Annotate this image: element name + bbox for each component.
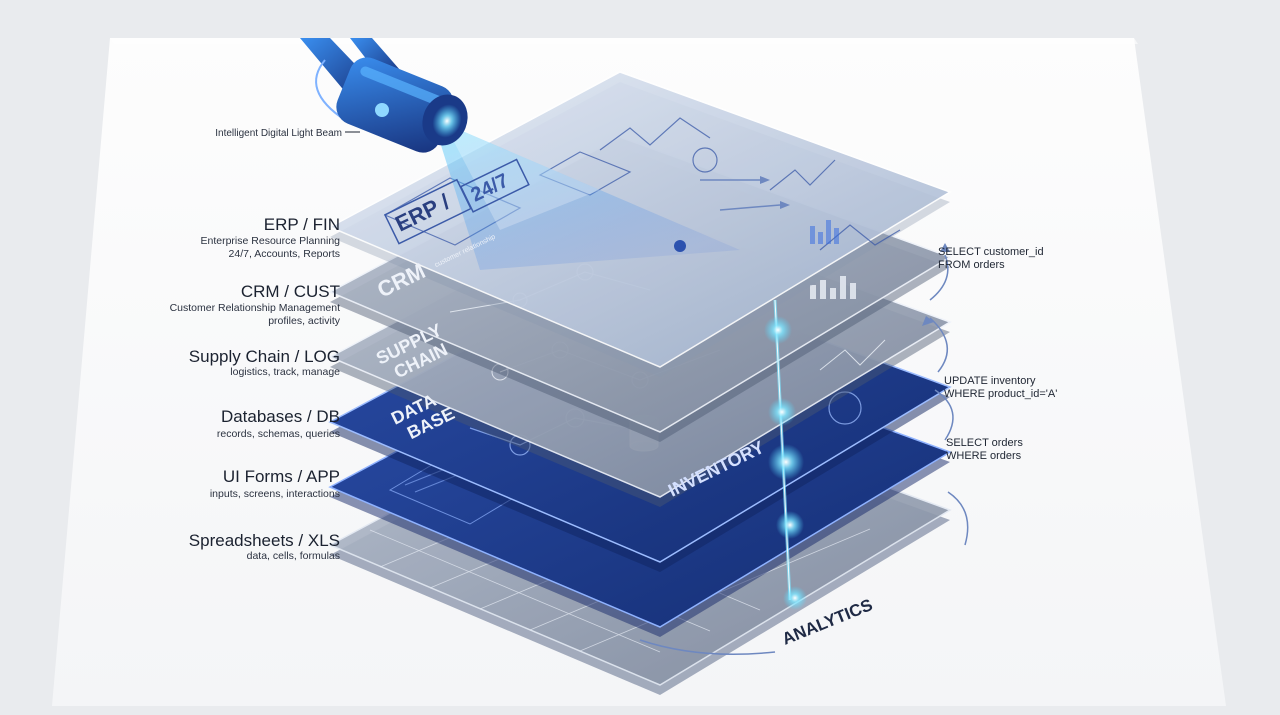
layer-title: Supply Chain / LOG xyxy=(189,347,340,366)
arrow-heads xyxy=(760,176,950,326)
layer-title: CRM / CUST xyxy=(241,282,340,301)
sql-line: FROM orders xyxy=(938,259,1005,271)
layer-sub: Enterprise Resource Planning xyxy=(201,235,341,247)
layer-label-db: Databases / DB records, schemas, queries xyxy=(217,407,340,440)
layer-label-crm: CRM / CUST Customer Relationship Managem… xyxy=(170,282,341,327)
layer-sub: 24/7, Accounts, Reports xyxy=(229,248,340,260)
layer-label-erp: ERP / FIN Enterprise Resource Planning 2… xyxy=(201,215,341,260)
beam-label: Intelligent Digital Light Beam xyxy=(215,128,342,139)
layer-title: Spreadsheets / XLS xyxy=(189,531,340,550)
sql-query-1: SELECT customer_id FROM orders xyxy=(938,246,1044,271)
layer-title: Databases / DB xyxy=(221,407,340,426)
layer-title: ERP / FIN xyxy=(264,215,340,234)
layer-sub: Customer Relationship Management xyxy=(170,302,341,314)
sql-line: WHERE orders xyxy=(946,450,1022,462)
layer-label-xls: Spreadsheets / XLS data, cells, formulas xyxy=(189,531,340,562)
sql-query-2: UPDATE inventory WHERE product_id='A' xyxy=(944,375,1057,400)
flow-arrows xyxy=(639,179,969,655)
sql-line: UPDATE inventory xyxy=(944,375,1036,387)
layer-sub: logistics, track, manage xyxy=(230,366,340,378)
layer-sub: inputs, screens, interactions xyxy=(210,488,340,500)
layer-sub: data, cells, formulas xyxy=(247,550,340,562)
sql-line: SELECT customer_id xyxy=(938,246,1044,258)
layer-label-ui: UI Forms / APP inputs, screens, interact… xyxy=(210,467,340,500)
layer-sub: records, schemas, queries xyxy=(217,428,340,440)
sql-line: SELECT orders xyxy=(946,437,1023,449)
light-beam xyxy=(430,110,740,270)
sql-query-3: SELECT orders WHERE orders xyxy=(946,437,1023,462)
projector-camera-icon xyxy=(300,38,468,153)
layer-sub: profiles, activity xyxy=(268,315,341,327)
layer-label-supply: Supply Chain / LOG logistics, track, man… xyxy=(189,347,340,378)
sql-line: WHERE product_id='A' xyxy=(944,388,1057,400)
layer-labels: ERP / FIN Enterprise Resource Planning 2… xyxy=(170,215,341,562)
layer-title: UI Forms / APP xyxy=(223,467,340,486)
data-stream xyxy=(764,299,807,610)
